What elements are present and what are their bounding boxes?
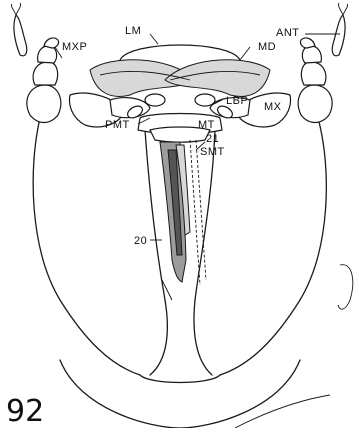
label-mx: MX [264, 101, 282, 113]
label-lm: LM [125, 25, 141, 37]
label-21: 21 [206, 133, 219, 145]
label-smt: SMT [200, 146, 225, 158]
label-20: 20 [134, 235, 147, 247]
label-md: MD [258, 41, 276, 53]
submentum [160, 140, 206, 300]
label-mt: MT [198, 119, 215, 131]
figure-number: 92 [6, 394, 44, 428]
label-pmt: PMT [105, 119, 130, 131]
head-capsule [33, 118, 353, 428]
label-ant: ANT [276, 27, 300, 39]
maxillary-palp-left [11, 3, 60, 123]
maxillary-palp-right [298, 3, 347, 123]
label-lbp: LBP [226, 95, 248, 107]
label-mxp: MXP [62, 41, 87, 53]
